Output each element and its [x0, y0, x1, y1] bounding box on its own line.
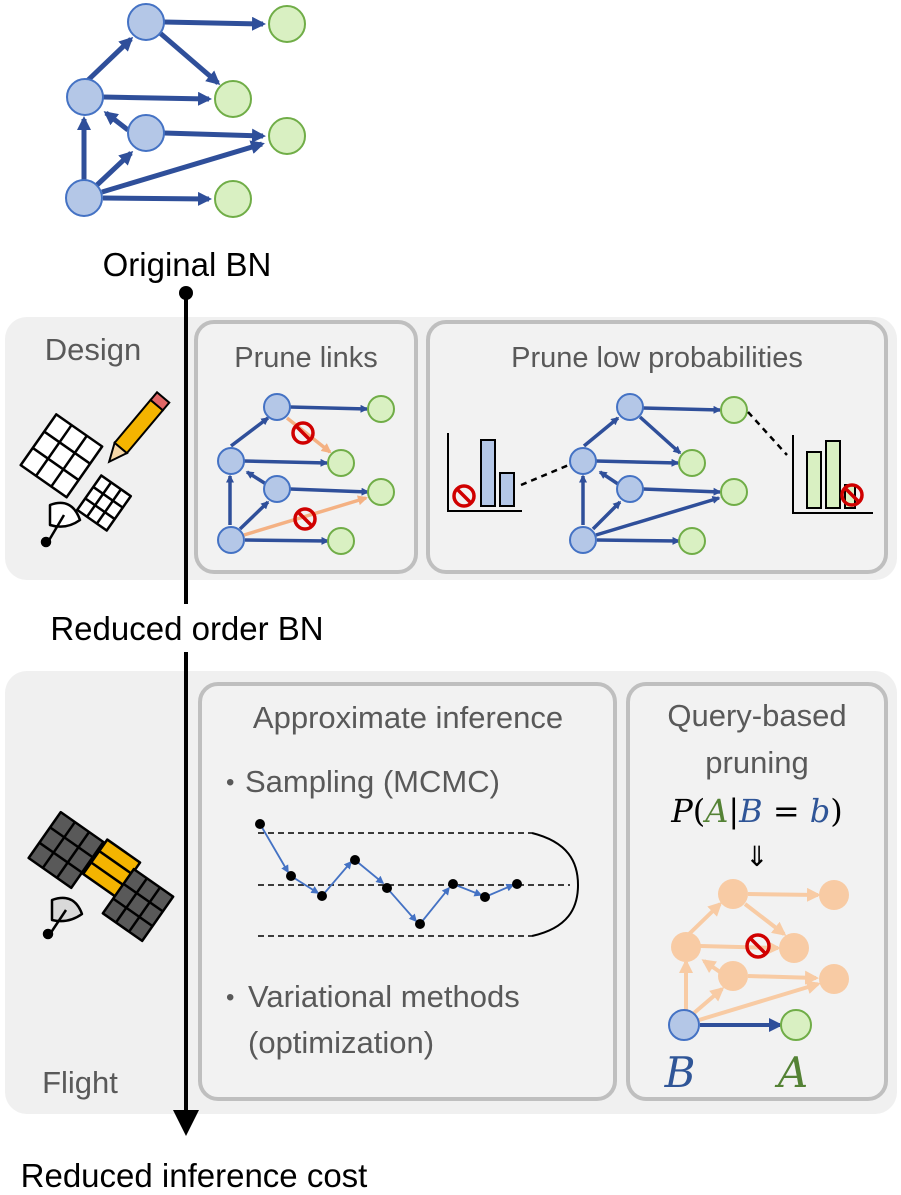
- original-bn-graph: [65, 3, 306, 218]
- dashed-connector: [520, 460, 577, 487]
- variable-A-label: A: [774, 1048, 808, 1097]
- sample-point: [448, 879, 458, 889]
- sample-point: [286, 871, 296, 881]
- satellite-design-icon: [19, 413, 133, 548]
- sample-point: [255, 819, 265, 829]
- prohibit-icon: [840, 483, 864, 507]
- bn-node: [65, 179, 103, 217]
- bn-node: [214, 180, 252, 218]
- bullet-dot: •: [226, 769, 234, 796]
- prune-prob-graph: [569, 393, 748, 555]
- prune-links-graph: [217, 393, 395, 555]
- original-bn-label: Original BN: [103, 246, 272, 283]
- variational-bullet: Variational methods: [248, 979, 520, 1014]
- bn-node: [214, 80, 252, 118]
- prune-links-box: [194, 320, 418, 574]
- bn-node: [268, 117, 306, 155]
- left-histogram: [447, 433, 522, 512]
- prune-low-prob-box: [426, 320, 888, 574]
- variational-bullet-line2: (optimization): [248, 1025, 434, 1060]
- prohibit-icon: [291, 421, 315, 445]
- prune-low-prob-title: Prune low probabilities: [511, 342, 803, 374]
- query-pruned-graph: [668, 879, 849, 1041]
- sample-point: [512, 879, 522, 889]
- design-label: Design: [45, 332, 142, 367]
- flight-label: Flight: [42, 1065, 118, 1100]
- flow-arrow: [173, 286, 199, 1136]
- mcmc-trace: [255, 819, 580, 937]
- prohibit-icon: [293, 507, 317, 531]
- sample-point: [480, 892, 490, 902]
- sample-point: [415, 919, 425, 929]
- prune-links-title: Prune links: [234, 342, 377, 374]
- approx-inference-box: [198, 682, 617, 1101]
- implies-arrow: ⇓: [745, 841, 768, 872]
- bn-node: [127, 114, 165, 152]
- variable-B-label: B: [664, 1048, 696, 1097]
- query-pruning-title-line2: pruning: [705, 745, 808, 780]
- sample-point: [350, 855, 360, 865]
- bn-node: [66, 78, 104, 116]
- reduced-cost-label: Reduced inference cost: [21, 1157, 368, 1194]
- sample-point: [317, 891, 327, 901]
- pencil-icon: [107, 390, 171, 464]
- bn-node-B: [668, 1009, 700, 1041]
- query-pruning-title: Query-based: [667, 698, 846, 733]
- sampling-bullet: Sampling (MCMC): [245, 764, 500, 799]
- prohibit-icon: [745, 933, 771, 959]
- satellite-flight-icon: [27, 810, 175, 943]
- bn-node: [127, 3, 165, 41]
- query-pruning-box: [626, 682, 888, 1101]
- bn-node-A: [780, 1009, 812, 1041]
- reduced-order-label: Reduced order BN: [50, 610, 323, 647]
- prohibit-icon: [452, 484, 476, 508]
- bn-node: [268, 5, 306, 43]
- dashed-connector: [747, 411, 788, 456]
- approx-inference-title: Approximate inference: [253, 700, 563, 735]
- query-formula: P(A|B = b): [670, 792, 843, 830]
- bullet-dot: •: [226, 984, 234, 1011]
- sample-point: [382, 883, 392, 893]
